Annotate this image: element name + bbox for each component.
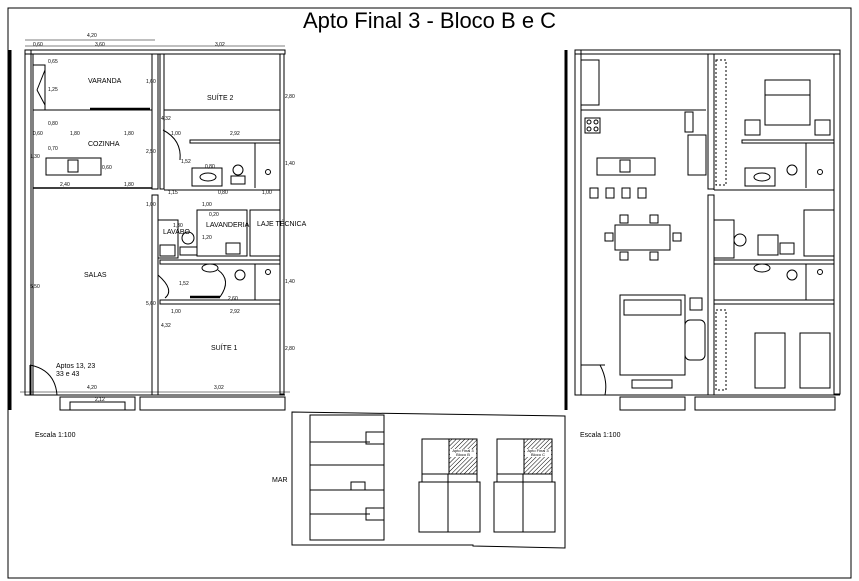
dimension-label: 1,80	[124, 182, 134, 188]
dimension-label: 3,60	[95, 42, 105, 48]
dimension-label: 2,92	[230, 309, 240, 315]
dimension-label: 0,60	[33, 42, 43, 48]
block-b-apartment-label: Apto Final 3 Bloco B	[450, 449, 476, 457]
dimension-label: 3,02	[214, 385, 224, 391]
dimension-label: 2,50	[146, 149, 156, 155]
left-scale-label: Escala 1:100	[35, 432, 76, 439]
dimension-label: 0,60	[33, 131, 43, 137]
room-label-lavabo: LAVABO	[163, 229, 190, 236]
dimension-label: 1,30	[173, 223, 183, 229]
dimension-label: 1,30	[30, 154, 40, 160]
apartment-note-line-2: 33 e 43	[56, 371, 80, 378]
dimension-label: 1,00	[171, 309, 181, 315]
dimension-label: 1,40	[285, 161, 295, 167]
room-label-varanda: VARANDA	[88, 78, 122, 85]
page-title: Apto Final 3 - Bloco B e C	[302, 8, 557, 33]
sea-label: MAR	[272, 477, 288, 484]
dimension-label: 1,52	[181, 159, 191, 165]
dimension-label: 2,80	[285, 346, 295, 352]
dimension-label: 5,60	[146, 301, 156, 307]
dimension-label: 1,25	[48, 87, 58, 93]
site-plan	[291, 411, 566, 549]
dimension-label: 1,15	[168, 190, 178, 196]
dimension-label: 1,20	[202, 235, 212, 241]
dimension-label: 1,00	[202, 202, 212, 208]
right-furnished-plan	[574, 49, 841, 411]
dimension-label: 4,20	[87, 385, 97, 391]
dimension-label: 2,80	[285, 94, 295, 100]
dimension-label: 3,02	[215, 42, 225, 48]
dimension-label: 2,92	[230, 131, 240, 137]
dimension-label: 0,70	[48, 146, 58, 152]
dimension-label: 0,65	[48, 59, 58, 65]
dimension-label: 1,52	[179, 281, 189, 287]
dimension-label: 0,80	[48, 121, 58, 127]
room-label-suite-2: SUÍTE 2	[207, 95, 234, 102]
dimension-label: 1,00	[171, 131, 181, 137]
room-label-laje-tecnica: LAJE TÉCNICA	[257, 221, 307, 228]
dimension-label: 2,60	[228, 296, 238, 302]
dimension-label: 2,12	[95, 397, 105, 403]
dimension-label: 1,40	[285, 279, 295, 285]
right-scale-label: Escala 1:100	[580, 432, 621, 439]
dimension-label: 4,32	[161, 116, 171, 122]
dimension-label: 4,32	[161, 323, 171, 329]
room-label-suite-1: SUÍTE 1	[211, 345, 238, 352]
dimension-label: 2,40	[60, 182, 70, 188]
dimension-label: 1,00	[146, 202, 156, 208]
left-floor-plan	[20, 39, 290, 411]
room-label-cozinha: COZINHA	[88, 141, 120, 148]
dimension-label: 1,00	[262, 190, 272, 196]
dimension-label: 1,80	[70, 131, 80, 137]
dimension-label: 0,80	[218, 190, 228, 196]
dimension-label: 1,80	[124, 131, 134, 137]
dimension-label: 4,20	[87, 33, 97, 39]
block-c-apartment-label: Apto Final 3 Bloco C	[525, 449, 551, 457]
room-label-lavanderia: LAVANDERIA	[206, 222, 250, 229]
dimension-label: 5,50	[30, 284, 40, 290]
room-label-salas: SALAS	[84, 272, 107, 279]
dimension-label: 0,80	[205, 164, 215, 170]
sheet-frame	[7, 7, 852, 579]
dimension-label: 0,60	[102, 165, 112, 171]
dimension-label: 1,60	[146, 79, 156, 85]
apartment-note-line-1: Aptos 13, 23	[56, 363, 96, 370]
dimension-label: 0,20	[209, 212, 219, 218]
